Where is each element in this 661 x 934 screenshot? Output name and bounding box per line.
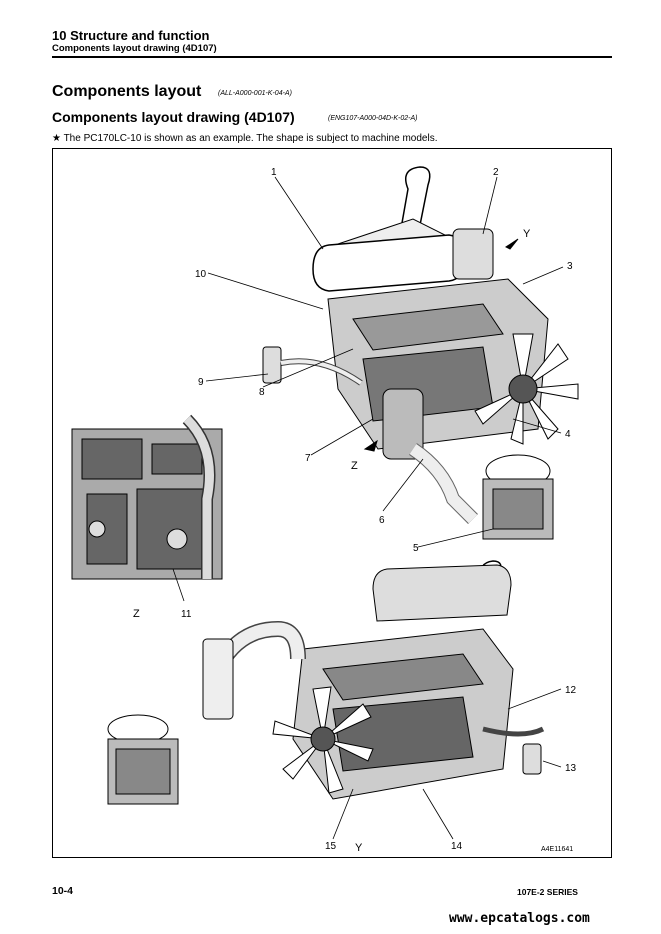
callout-14: 14	[451, 841, 463, 852]
view-label-z: Z	[351, 460, 358, 472]
callout-9: 9	[198, 377, 204, 388]
callout-8: 8	[259, 387, 265, 398]
figure-id: A4E11641	[541, 846, 573, 853]
callout-6: 6	[379, 515, 385, 526]
heading-layout-drawing: Components layout drawing (4D107)	[52, 109, 295, 125]
view-label-y: Y	[523, 228, 531, 240]
callout-12: 12	[565, 685, 577, 696]
section-title: Components layout drawing (4D107)	[52, 43, 217, 54]
callout-5: 5	[413, 543, 419, 554]
callout-2: 2	[493, 167, 499, 178]
callout-7: 7	[305, 453, 311, 464]
leader-lines	[172, 176, 564, 840]
view-label-z-detail: Z	[133, 608, 140, 620]
detail-view-z	[67, 414, 227, 589]
callout-3: 3	[567, 261, 573, 272]
callout-1: 1	[271, 167, 277, 178]
callout-10: 10	[195, 269, 207, 280]
heading-code: (ENG107-A000-04D-K-02-A)	[328, 115, 418, 122]
heading-components-layout: Components layout	[52, 83, 202, 100]
callout-13: 13	[565, 763, 577, 774]
view-label-y-bottom: Y	[355, 842, 363, 854]
upper-engine-drawing	[262, 166, 579, 540]
lower-engine-drawing	[107, 560, 545, 805]
engine-drawing: 1 2 3 4 5 6 7 8 9 10 11 12 13 14 15 Y Z …	[67, 166, 579, 854]
chapter-title: 10 Structure and function	[52, 28, 210, 43]
series-label: 107E-2 SERIES	[517, 887, 578, 897]
callout-15: 15	[325, 841, 337, 852]
callout-11: 11	[181, 609, 192, 620]
website-link[interactable]: www.epcatalogs.com	[449, 911, 590, 926]
header-rule	[52, 56, 612, 58]
heading-code: (ALL-A000-001-K-04-A)	[218, 90, 292, 97]
components-figure: 1 2 3 4 5 6 7 8 9 10 11 12 13 14 15 Y Z …	[52, 148, 612, 858]
page-number: 10-4	[52, 885, 74, 897]
callout-numbers: 1 2 3 4 5 6 7 8 9 10 11 12 13 14 15 Y Z …	[133, 167, 577, 854]
example-note: ★ The PC170LC-10 is shown as an example.…	[52, 133, 438, 144]
callout-4: 4	[565, 429, 571, 440]
